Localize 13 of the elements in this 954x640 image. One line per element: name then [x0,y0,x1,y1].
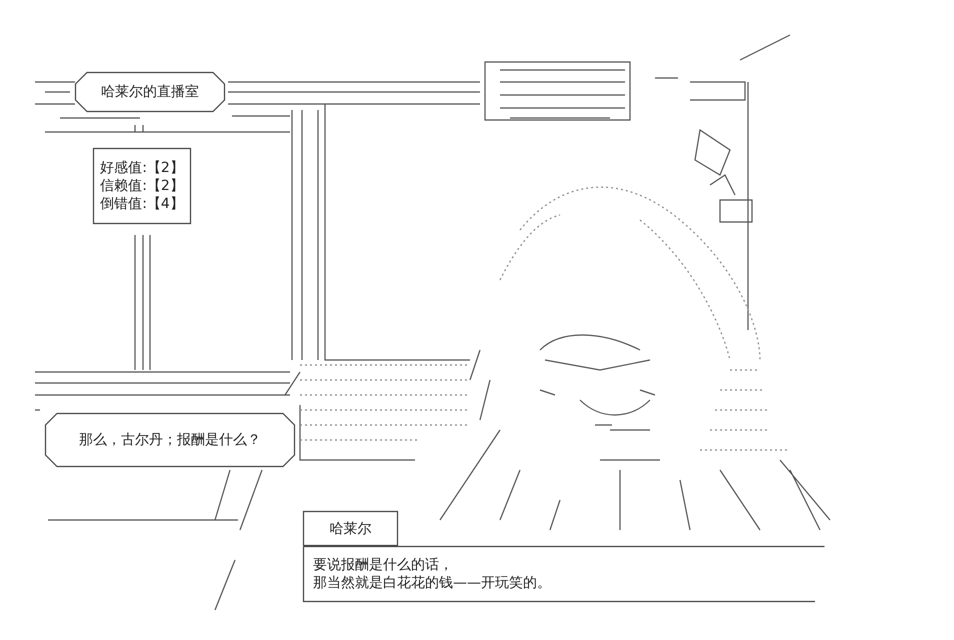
caption-text: 那当然就是白花花的钱——开玩笑的。 [313,574,551,592]
caption-text: 哈莱尔的直播室 [101,83,199,101]
title-banner [75,72,225,112]
stats-panel [93,148,191,224]
speech-bubble [45,413,295,467]
dialogue-box [303,546,825,602]
caption-text: 哈莱尔 [330,520,372,538]
caption-text: 好感值:【2】 [100,159,184,177]
caption-text: 信赖值:【2】 [100,177,184,195]
caption-text: 要说报酬是什么的话， [313,556,453,574]
caption-text: 那么，古尔丹；报酬是什么？ [79,431,261,449]
caption-text: 倒错值:【4】 [100,195,184,213]
name-tab [303,511,398,546]
